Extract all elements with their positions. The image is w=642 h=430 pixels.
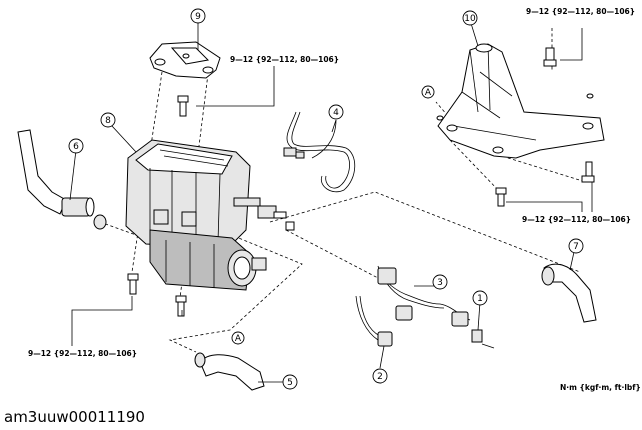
torque-spec-lower-right: 9—12 {92—112, 80—106} (522, 215, 631, 224)
charcoal-canister-part-8 (125, 139, 295, 291)
figure-caption: am3uuw00011190 (4, 408, 145, 426)
tube-part-4 (283, 111, 356, 193)
callout-label: 7 (573, 242, 579, 252)
callout-7: 7 (568, 238, 584, 254)
ref-a-label: A (235, 334, 242, 344)
callout-label: 2 (377, 372, 383, 382)
callout-label: 4 (333, 108, 339, 118)
callout-3: 3 (432, 274, 448, 290)
harness-parts (355, 265, 495, 349)
bracket-part-10 (436, 43, 605, 159)
callout-9: 9 (190, 8, 206, 24)
callout-label: 8 (105, 116, 111, 126)
torque-spec-lower-left: 9—12 {92—112, 80—106} (28, 349, 137, 358)
callout-2: 2 (372, 368, 388, 384)
bolt-upper (177, 95, 189, 117)
callout-5: 5 (282, 374, 298, 390)
unit-label: N·m {kgf·m, ft·lbf} (560, 383, 641, 392)
bolts-lower-left (127, 273, 187, 317)
callout-10: 10 (462, 10, 478, 26)
callout-label: 9 (195, 12, 201, 22)
callout-1: 1 (472, 290, 488, 306)
torque-spec-upper-right: 9—12 {92—112, 80—106} (526, 7, 635, 16)
callout-8: 8 (100, 112, 116, 128)
callout-4: 4 (328, 104, 344, 120)
callout-label: 3 (437, 278, 443, 288)
ref-a-label: A (425, 88, 432, 98)
hose-part-6 (17, 129, 107, 230)
callout-label: 10 (464, 14, 476, 24)
callout-label: 5 (287, 378, 293, 388)
ref-a-lower: A (231, 331, 245, 345)
torque-spec-upper-left: 9—12 {92—112, 80—106} (230, 55, 339, 64)
bracket-part-9 (149, 41, 221, 79)
ref-a-upper: A (421, 85, 435, 99)
hose-part-5 (194, 352, 265, 391)
bolts-right (495, 47, 595, 207)
leader-lines (69, 19, 593, 383)
callout-6: 6 (68, 138, 84, 154)
callout-label: 1 (477, 294, 483, 304)
hose-part-7 (541, 263, 597, 323)
callout-label: 6 (73, 142, 79, 152)
